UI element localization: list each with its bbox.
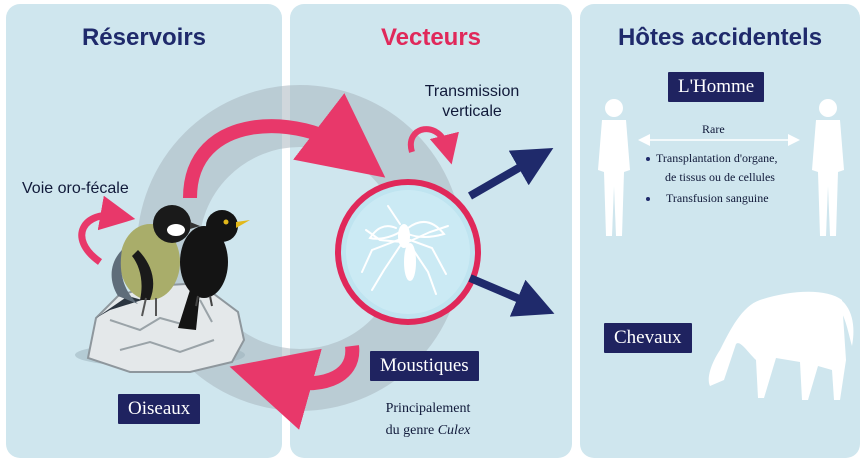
human-left-icon — [598, 99, 630, 236]
mosquito-icon — [361, 205, 449, 295]
bullet-text-1: Transplantation d'organe, — [656, 151, 778, 165]
birds-to-mosquito-arrow — [183, 93, 386, 199]
arrow-to-horse — [468, 274, 555, 317]
bullet-dot — [646, 157, 650, 161]
chevaux-label: Chevaux — [604, 323, 692, 353]
human-right-icon — [812, 99, 844, 236]
oro-fecal-label: Voie oro-fécale — [22, 180, 129, 197]
culex-note-prefix: du genre — [385, 423, 438, 438]
moustiques-label: Moustiques — [370, 351, 479, 381]
horse-icon — [708, 291, 854, 400]
reservoirs-heading: Réservoirs — [81, 24, 207, 51]
homme-label: L'Homme — [668, 72, 765, 102]
mosquito-to-birds-arrow — [229, 345, 360, 430]
rock-illustration — [75, 282, 246, 373]
rare-label: Rare — [702, 122, 725, 136]
vertical-transmission-arrow — [407, 126, 459, 165]
hotes-heading: Hôtes accidentels — [617, 24, 823, 51]
transmission-label: Transmission verticale — [410, 82, 534, 122]
transmission-line2: verticale — [442, 103, 502, 120]
great-tit-bird-icon — [96, 205, 200, 318]
blackbird-icon — [178, 210, 250, 330]
transmission-line1: Transmission — [424, 83, 520, 100]
vecteurs-heading: Vecteurs — [380, 24, 482, 51]
bullet-text-3: Transfusion sanguine — [666, 191, 769, 205]
arrow-to-human — [468, 148, 554, 200]
bullet-dot — [646, 197, 650, 201]
oiseaux-label: Oiseaux — [118, 394, 201, 424]
oro-fecal-loop-arrow — [78, 195, 136, 265]
culex-note: Principalement du genre Culex — [368, 398, 488, 442]
culex-note-line1: Principalement — [385, 401, 471, 416]
bullet-text-2: de tissus ou de cellules — [665, 170, 775, 184]
culex-genus: Culex — [437, 423, 471, 438]
